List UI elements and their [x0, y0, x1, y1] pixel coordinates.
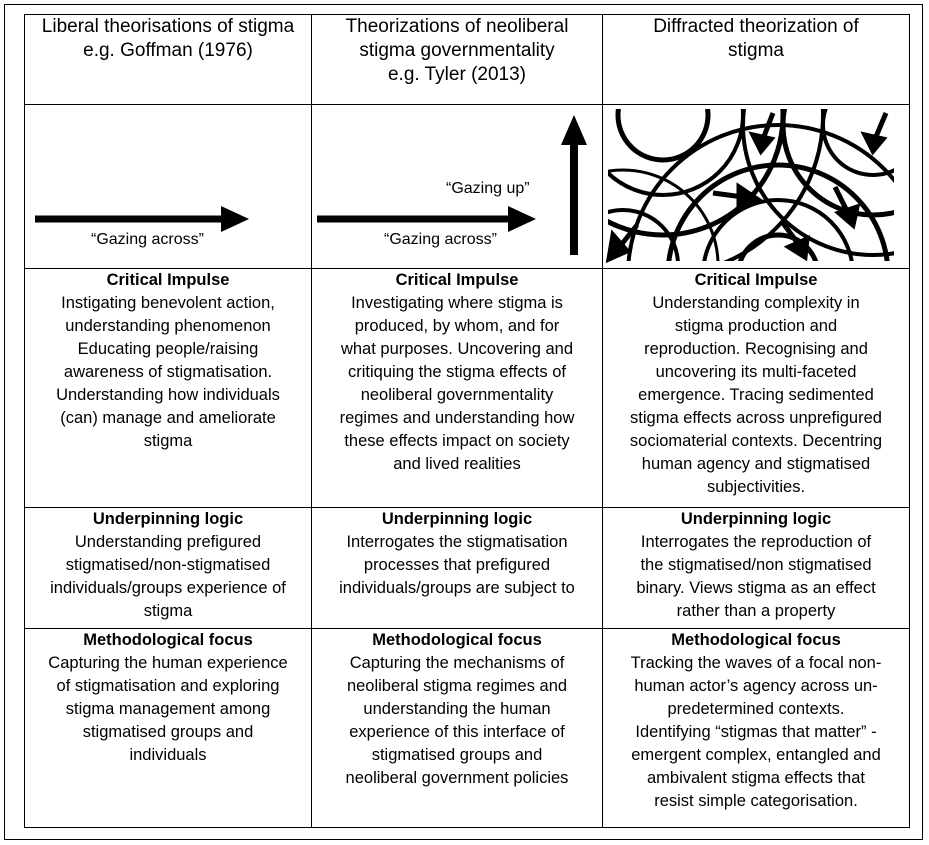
gazing-across-label: “Gazing across”	[384, 231, 497, 248]
method-liberal: Methodological focus Capturing the human…	[24, 628, 312, 828]
gazing-across-label: “Gazing across”	[91, 231, 204, 248]
method-neoliberal: Methodological focus Capturing the mecha…	[311, 628, 603, 828]
impulse-liberal: Critical Impulse Instigating benevolent …	[24, 268, 312, 508]
stigma-theorization-table: Liberal theorisations of stigma e.g. Gof…	[24, 14, 910, 828]
gazing-up-label: “Gazing up”	[446, 180, 530, 197]
figure-frame	[4, 4, 923, 840]
header-neoliberal: Theorizations of neoliberal stigma gover…	[311, 14, 603, 105]
gazing-across-arrow-icon	[35, 206, 249, 232]
visual-diffracted	[602, 104, 910, 269]
visual-liberal: “Gazing across”	[24, 104, 312, 269]
header-liberal: Liberal theorisations of stigma e.g. Gof…	[24, 14, 312, 105]
critical-impulse-row: Critical Impulse Instigating benevolent …	[24, 268, 910, 508]
gazing-up-and-across-arrows-icon	[317, 115, 587, 255]
logic-neoliberal: Underpinning logic Interrogates the stig…	[311, 507, 603, 629]
diffraction-waves-icon	[605, 109, 894, 264]
logic-diffracted: Underpinning logic Interrogates the repr…	[602, 507, 910, 629]
visual-neoliberal: “Gazing up” “Gazing across”	[311, 104, 603, 269]
impulse-diffracted: Critical Impulse Understanding complexit…	[602, 268, 910, 508]
header-row: Liberal theorisations of stigma e.g. Gof…	[24, 14, 910, 105]
impulse-neoliberal: Critical Impulse Investigating where sti…	[311, 268, 603, 508]
underpinning-logic-row: Underpinning logic Understanding prefigu…	[24, 507, 910, 629]
methodological-focus-row: Methodological focus Capturing the human…	[24, 628, 910, 828]
visual-row: “Gazing across” “Gazing up” “Gazing acro…	[24, 104, 910, 269]
logic-liberal: Underpinning logic Understanding prefigu…	[24, 507, 312, 629]
header-diffracted: Diffracted theorization of stigma	[602, 14, 910, 105]
method-diffracted: Methodological focus Tracking the waves …	[602, 628, 910, 828]
